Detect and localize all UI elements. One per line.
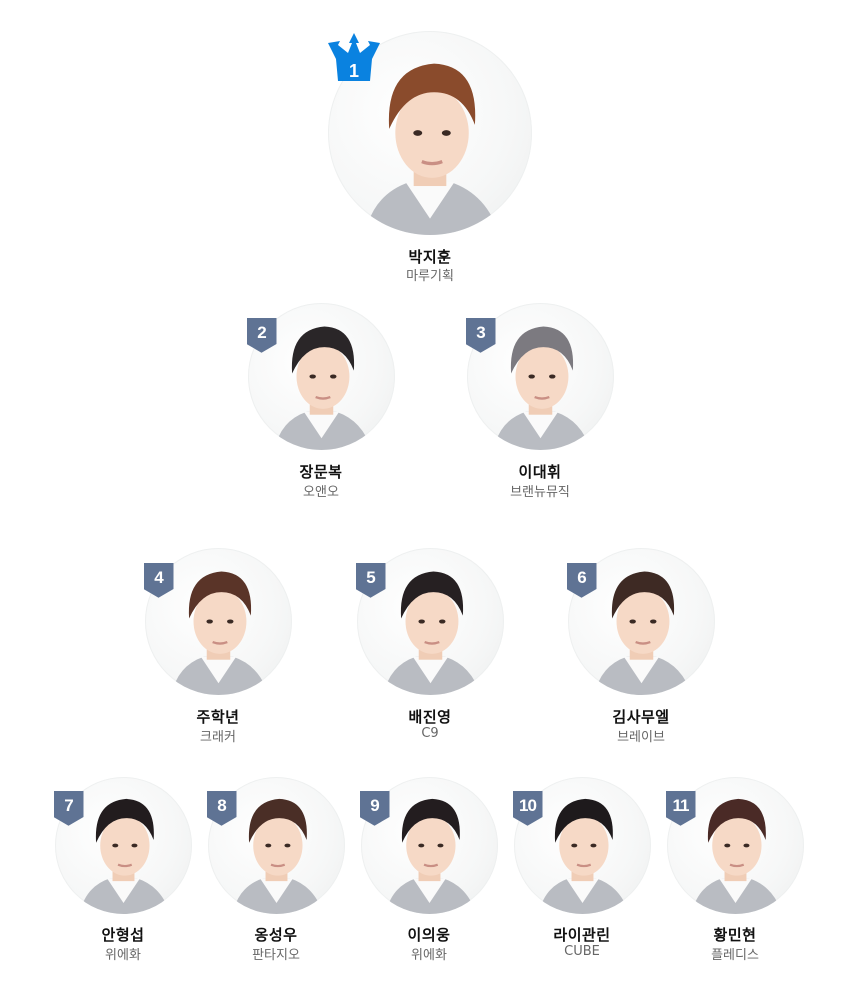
portrait-image [593,571,691,695]
trainee-photo[interactable] [360,777,498,914]
trainee-name: 황민현 [713,926,757,944]
trainee-agency: 위에화 [411,948,447,963]
trainee-agency: CUBE [564,944,600,959]
trainee-agency: 오앤오 [303,485,339,500]
portrait-image [382,571,480,695]
trainee-photo[interactable] [207,777,345,914]
portrait-image [170,571,268,695]
trainee-agency: C9 [421,726,439,741]
trainee-name: 배진영 [408,708,452,726]
trainee-name: 안형섭 [101,926,145,944]
trainee-photo[interactable] [247,303,395,450]
rank-badge: 3 [465,317,496,353]
portrait-image [79,798,170,914]
trainee-photo[interactable] [54,777,192,914]
portrait-image [492,326,590,450]
portrait-image [364,63,500,235]
rank-badge: 2 [246,317,277,353]
portrait-image [691,798,782,914]
trainee-agency: 판타지오 [252,948,300,963]
portrait-image [538,798,629,914]
trainee-name: 주학년 [196,708,240,726]
trainee-name: 박지훈 [408,248,452,266]
trainee-agency: 브랜뉴뮤직 [510,485,570,500]
portrait-image [232,798,323,914]
crown-rank: 1 [349,61,359,81]
crown-icon: 1 [328,33,380,81]
trainee-agency: 브레이브 [617,730,665,745]
trainee-agency: 위에화 [105,948,141,963]
portrait-image [273,326,371,450]
trainee-photo[interactable] [328,31,532,235]
trainee-name: 라이관린 [553,926,611,944]
trainee-agency: 크래커 [200,730,236,745]
trainee-name: 옹성우 [254,926,298,944]
trainee-agency: 마루기획 [406,269,454,284]
portrait-image [385,798,476,914]
trainee-agency: 플레디스 [711,948,759,963]
trainee-name: 김사무엘 [612,708,670,726]
trainee-name: 이의웅 [407,926,451,944]
trainee-name: 장문복 [299,463,343,481]
trainee-name: 이대휘 [518,463,562,481]
